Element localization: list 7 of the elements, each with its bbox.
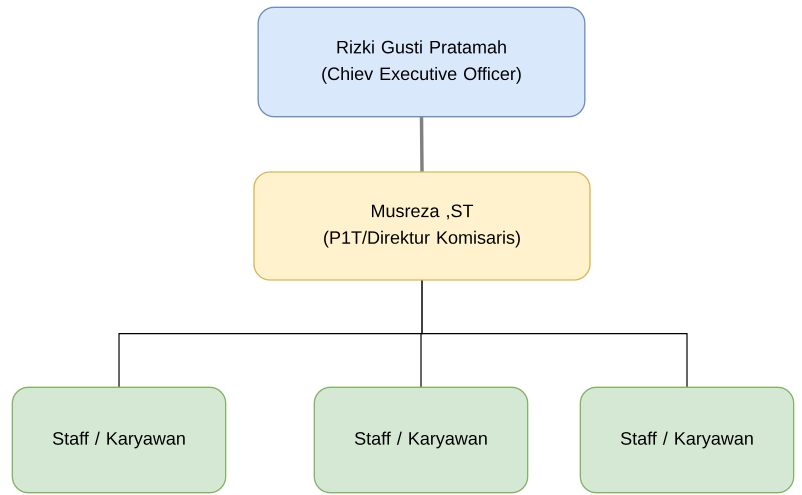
executive-box: Rizki Gusti Pratamah (Chiev Executive Officer)	[258, 6, 586, 118]
connector-line	[420, 117, 424, 172]
staff-box: Staff / Karyawan	[314, 386, 528, 494]
staff-box: Staff / Karyawan	[12, 386, 226, 494]
connector-line	[421, 280, 688, 387]
director-box: Musreza ,ST (P1T/Direktur Komisaris)	[253, 171, 591, 281]
staff-box: Staff / Karyawan	[580, 386, 794, 494]
